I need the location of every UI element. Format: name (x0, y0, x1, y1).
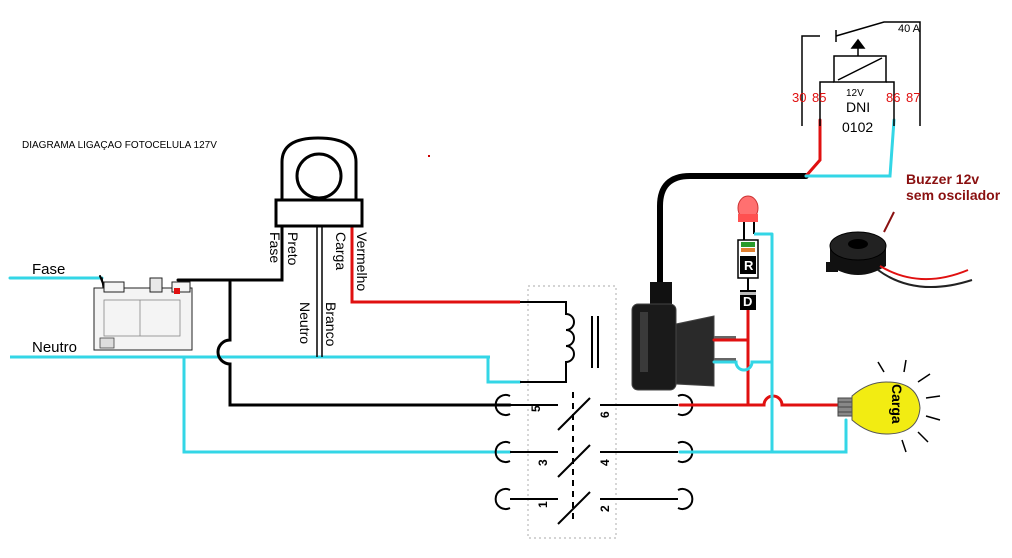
photocell (274, 136, 364, 228)
photocell-white-wires (316, 226, 323, 357)
contact-label-2: 2 (598, 505, 612, 512)
neutro-label: Neutro (32, 339, 77, 356)
wire-label-carga: Carga (333, 232, 349, 270)
relay-pin-87: 87 (906, 90, 920, 105)
wire-label-fase: Fase (267, 232, 283, 263)
buzzer-icon (826, 231, 973, 289)
buzzer-label-line1: Buzzer 12v (906, 171, 979, 187)
diagram-title: DIAGRAMA LIGAÇAO FOTOCELULA 127V (22, 140, 217, 151)
dc-wiring (678, 118, 896, 454)
lamp-label: Carga (889, 384, 905, 424)
fase-label: Fase (32, 261, 65, 278)
relay-code: 0102 (842, 119, 873, 135)
relay-pin-86: 86 (886, 90, 900, 105)
buzzer-label-line2: sem oscilador (906, 187, 1001, 203)
fase-wiring (176, 224, 512, 407)
fase-line (8, 275, 105, 295)
auto-relay (801, 21, 921, 126)
wire-label-vermelho: Vermelho (354, 232, 370, 291)
power-adapter (631, 173, 809, 391)
neutro-wiring (182, 355, 522, 454)
wire-label-neutro: Neutro (297, 302, 313, 344)
led-assembly (737, 195, 772, 310)
contact-label-3: 3 (536, 459, 550, 466)
diode-label: D (743, 294, 752, 309)
resistor-label: R (744, 258, 754, 273)
relay-pin-85: 85 (812, 90, 826, 105)
wire-label-branco: Branco (323, 302, 339, 347)
contact-label-4: 4 (598, 459, 612, 466)
relay-pin-30: 30 (792, 90, 806, 105)
lamp-icon (837, 359, 941, 453)
vermelho-wire (350, 226, 520, 304)
contact-label-5: 5 (529, 405, 543, 412)
wire-label-preto: Preto (285, 232, 301, 266)
buzzer-pointer (883, 211, 895, 233)
relay-model: DNI (846, 99, 870, 115)
relay-rating: 40 A (898, 23, 921, 35)
circuit-breaker (93, 277, 193, 351)
contact-label-1: 1 (536, 501, 550, 508)
relay-voltage: 12V (846, 88, 864, 99)
contact-label-6: 6 (598, 411, 612, 418)
stray-dot (428, 155, 430, 157)
